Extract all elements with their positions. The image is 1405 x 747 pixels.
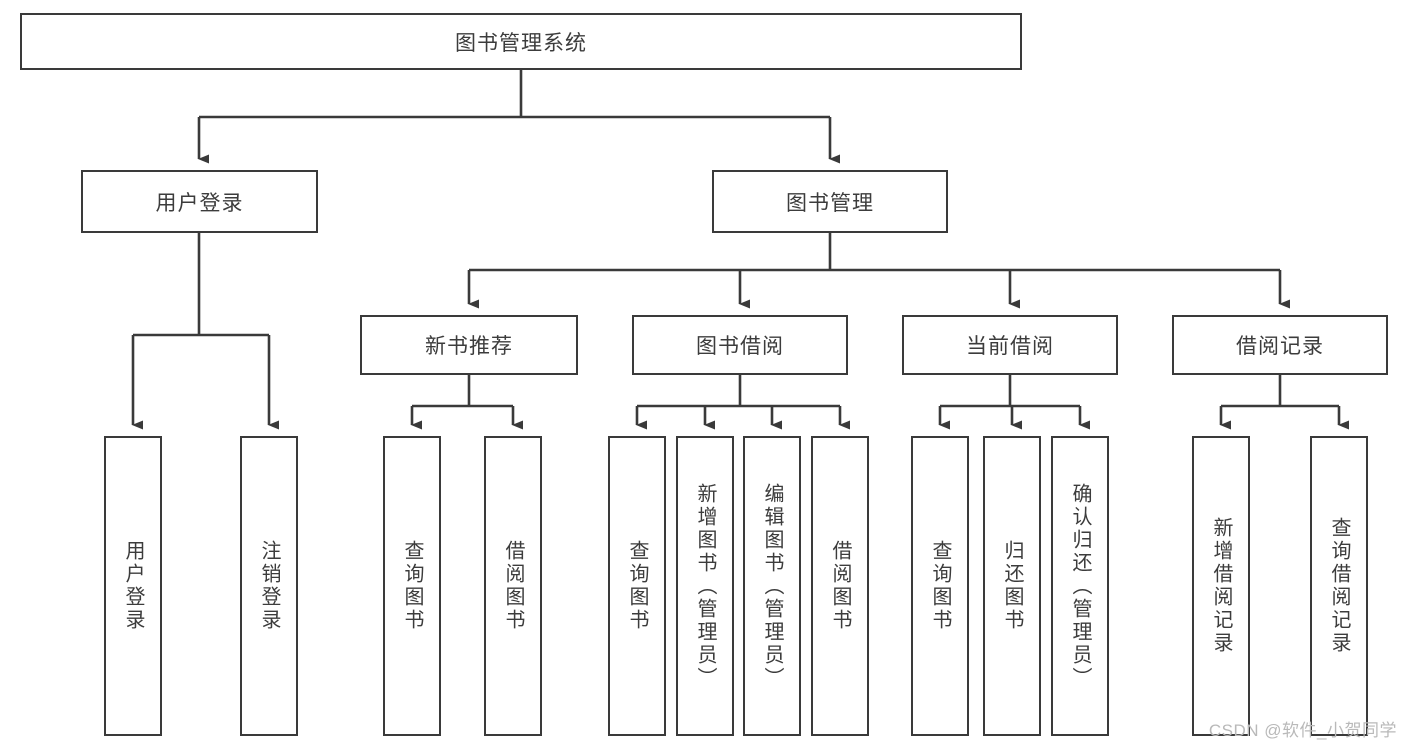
node-leaf-0[interactable]: 用户登录 (104, 436, 162, 736)
node-leaf-0-label: 用户登录 (122, 540, 144, 632)
node-level3-0-label: 新书推荐 (425, 335, 513, 358)
node-leaf-7-label: 借阅图书 (829, 540, 851, 632)
node-leaf-12-label: 查询借阅记录 (1328, 517, 1350, 655)
node-level3-3-label: 借阅记录 (1236, 335, 1324, 358)
node-leaf-5-label: 新增图书（管理员） (694, 482, 716, 690)
watermark: CSDN @软件_小贺同学 (1208, 721, 1397, 740)
node-root[interactable]: 图书管理系统 (20, 13, 1022, 70)
node-level3-3[interactable]: 借阅记录 (1172, 315, 1388, 375)
node-level3-2-label: 当前借阅 (966, 335, 1054, 358)
node-leaf-2-label: 查询图书 (401, 540, 423, 632)
node-leaf-3-label: 借阅图书 (502, 540, 524, 632)
node-leaf-3[interactable]: 借阅图书 (484, 436, 542, 736)
node-level2-0-label: 用户登录 (155, 191, 244, 215)
node-leaf-8[interactable]: 查询图书 (911, 436, 969, 736)
node-leaf-5[interactable]: 新增图书（管理员） (676, 436, 734, 736)
node-leaf-6-label: 编辑图书（管理员） (761, 482, 783, 690)
node-leaf-1[interactable]: 注销登录 (240, 436, 298, 736)
node-leaf-10[interactable]: 确认归还（管理员） (1051, 436, 1109, 736)
node-level3-0[interactable]: 新书推荐 (360, 315, 578, 375)
node-leaf-7[interactable]: 借阅图书 (811, 436, 869, 736)
node-level3-1[interactable]: 图书借阅 (632, 315, 848, 375)
node-leaf-4-label: 查询图书 (626, 540, 648, 632)
node-leaf-4[interactable]: 查询图书 (608, 436, 666, 736)
node-leaf-6[interactable]: 编辑图书（管理员） (743, 436, 801, 736)
node-leaf-11[interactable]: 新增借阅记录 (1192, 436, 1250, 736)
node-level2-1[interactable]: 图书管理 (712, 170, 948, 233)
node-leaf-12[interactable]: 查询借阅记录 (1310, 436, 1368, 736)
node-leaf-9-label: 归还图书 (1001, 540, 1023, 632)
node-leaf-11-label: 新增借阅记录 (1210, 517, 1232, 655)
node-root-label: 图书管理系统 (455, 31, 587, 55)
node-leaf-8-label: 查询图书 (929, 540, 951, 632)
node-level3-2[interactable]: 当前借阅 (902, 315, 1118, 375)
node-level2-0[interactable]: 用户登录 (81, 170, 318, 233)
node-leaf-1-label: 注销登录 (258, 540, 280, 632)
node-leaf-9[interactable]: 归还图书 (983, 436, 1041, 736)
node-level2-1-label: 图书管理 (786, 191, 874, 215)
node-leaf-10-label: 确认归还（管理员） (1069, 482, 1091, 690)
node-level3-1-label: 图书借阅 (696, 335, 784, 358)
node-leaf-2[interactable]: 查询图书 (383, 436, 441, 736)
